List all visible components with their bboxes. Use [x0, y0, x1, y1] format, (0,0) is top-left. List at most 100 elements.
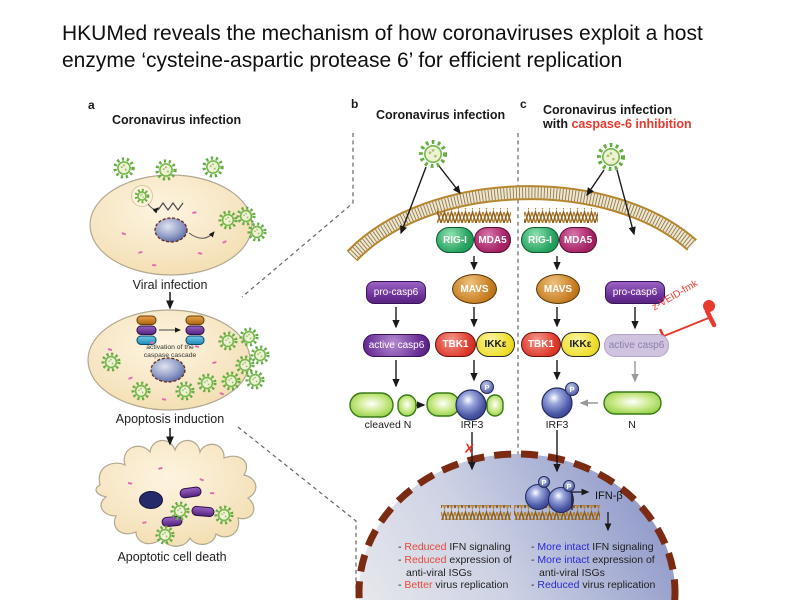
- node-active-casp6-b: active casp6: [363, 334, 430, 357]
- outcome-line: - More intact IFN signaling: [531, 541, 654, 553]
- cytoplasm-speck: [194, 345, 200, 348]
- n-protein-capsule: [603, 391, 662, 415]
- caspase-cascade-icons: [136, 315, 205, 345]
- phospho-label: P: [566, 482, 571, 491]
- node-ikke-c: IKKε: [561, 332, 600, 357]
- node-mavs-b: MAVS: [452, 274, 497, 304]
- caption-apoptotic-death: Apoptotic cell death: [117, 550, 227, 564]
- node-mda5-c: MDA5: [559, 227, 597, 253]
- inhibitor-pin-icon: [658, 300, 717, 345]
- title-line-2: enzyme ‘cysteine-aspartic protease 6’ fo…: [62, 49, 623, 72]
- cytoplasm-speck: [222, 240, 227, 244]
- label-cleaved-n: cleaved N: [364, 419, 412, 431]
- outcome-line: - More intact expression of: [531, 553, 655, 566]
- cytoplasm-speck: [197, 252, 203, 255]
- coronavirus-icon: [235, 355, 255, 375]
- coronavirus-icon: [218, 210, 238, 230]
- caption-apoptosis-induction: Apoptosis induction: [115, 412, 225, 426]
- cascade-annotation: activation of the caspase cascade: [143, 344, 197, 359]
- coronavirus-icon: [221, 371, 241, 391]
- panel-a-title: Coronavirus infection: [112, 113, 242, 127]
- node-mavs-c: MAVS: [536, 274, 580, 304]
- coronavirus-icon: [247, 222, 267, 242]
- outcome-line: anti-viral ISGs: [539, 566, 605, 579]
- cytoplasm-specks: [107, 211, 227, 524]
- outcomes-b: - Reduced IFN signaling- Reduced express…: [398, 541, 512, 592]
- title-line-1: HKUMed reveals the mechanism of how coro…: [62, 22, 703, 45]
- node-ikke-b: IKKε: [476, 332, 515, 357]
- coronavirus-icon: [236, 206, 256, 226]
- coronavirus-icon: [214, 505, 234, 525]
- cytoplasm-speck: [121, 232, 126, 236]
- phospho-label: P: [569, 385, 574, 394]
- cytoplasm-speck: [128, 376, 133, 380]
- coronavirus-icon: [418, 139, 448, 169]
- outcome-line: - Reduced expression of: [398, 553, 512, 566]
- cytoplasm-speck: [138, 251, 143, 254]
- cleaved-n-fragment: [397, 394, 417, 417]
- coronavirus-icon: [131, 381, 151, 401]
- n-fragment-bound: [426, 392, 460, 417]
- panel-b-letter: b: [351, 97, 359, 111]
- cytoplasm-speck: [127, 482, 133, 485]
- cleaved-n-capsule: [349, 392, 394, 418]
- cytoplasm-speck: [161, 398, 167, 401]
- cytoplasm-speck: [142, 521, 147, 524]
- coronavirus-icon: [596, 142, 626, 172]
- node-tbk1-c: TBK1: [521, 332, 561, 357]
- cytoplasm-speck: [151, 264, 157, 267]
- label-n-protein: N: [628, 419, 636, 431]
- outcomes-c: - More intact IFN signaling- More intact…: [531, 541, 655, 592]
- coronavirus-icon: [101, 352, 121, 372]
- caption-viral-infection: Viral infection: [132, 278, 208, 292]
- irf3-sphere-c: [541, 387, 573, 419]
- host-dna-b: [441, 505, 511, 520]
- condensed-nucleus: [139, 491, 163, 509]
- panel-b-title: Coronavirus infection: [376, 108, 506, 122]
- cell-nucleus: [154, 217, 188, 243]
- phospho-badge: [538, 476, 550, 488]
- divider-a-b: [241, 133, 354, 298]
- phospho-badge: [563, 480, 575, 492]
- label-irf3-c: IRF3: [545, 419, 569, 431]
- coronavirus-icon: [155, 525, 175, 545]
- page-title: HKUMed reveals the mechanism of how coro…: [62, 20, 762, 74]
- outcome-line: - Better virus replication: [398, 579, 509, 592]
- label-irf3-b: IRF3: [460, 419, 484, 431]
- coronavirus-icon: [245, 370, 265, 390]
- cell-apoptotic-death: [95, 439, 257, 547]
- pathway-arrows: [392, 165, 639, 473]
- cell-nucleus: [150, 357, 186, 383]
- panel-c-letter: c: [520, 97, 527, 111]
- blocked-signal-x: X: [463, 440, 475, 457]
- phospho-badge: [480, 380, 494, 394]
- panel-c-title-line1: Coronavirus infection: [543, 103, 673, 117]
- nucleus: P P: [355, 450, 679, 600]
- cytoplasm-speck: [107, 348, 113, 351]
- panel-a-letter: a: [88, 98, 95, 112]
- outcome-line: - Reduced IFN signaling: [398, 541, 511, 553]
- coronavirus-icon: [113, 157, 135, 179]
- virus-particles: [101, 139, 626, 545]
- irf3-dimer-sphere: [548, 487, 574, 513]
- cytoplasm-speck: [199, 478, 204, 482]
- egress-arrow: [188, 231, 215, 239]
- phospho-label: P: [541, 478, 546, 487]
- protein-shapes: [349, 391, 662, 418]
- outcome-line: - Reduced virus replication: [531, 579, 656, 592]
- phospho-label: P: [484, 383, 489, 392]
- coronavirus-icon: [134, 188, 150, 204]
- blocked-arrows: [579, 361, 639, 407]
- uncoating-arrow: [147, 203, 159, 214]
- viral-rna-b: [437, 208, 511, 223]
- cytoplasm-speck: [192, 211, 197, 214]
- n-fragment-bound: [486, 394, 504, 417]
- outcome-line: anti-viral ISGs: [406, 566, 472, 579]
- coronavirus-icon: [218, 331, 238, 351]
- zoom-connector-lower: [237, 426, 357, 592]
- panel-divider-lines: [237, 133, 519, 592]
- cytoplasm-speck: [212, 361, 217, 364]
- node-pro-casp6-c: pro-casp6: [605, 281, 665, 304]
